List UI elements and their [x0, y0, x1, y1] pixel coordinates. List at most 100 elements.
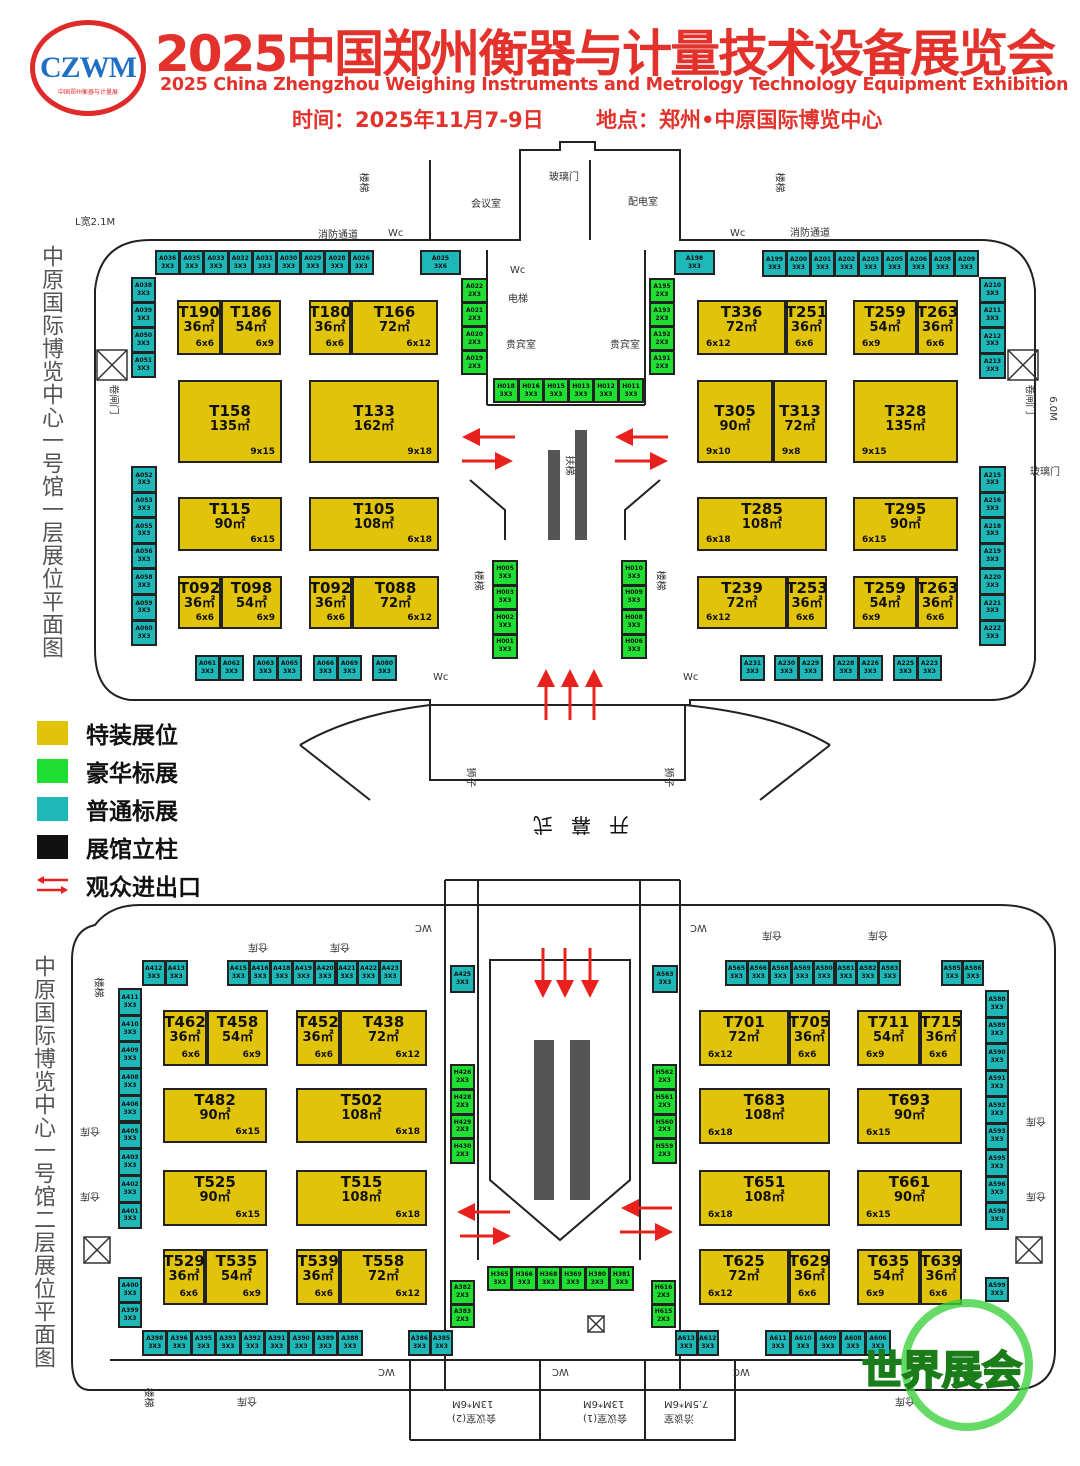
- booth-size: 3X3: [123, 1028, 137, 1036]
- booth-dimensions: 9x18: [407, 447, 432, 458]
- booth-area: 108㎡: [744, 1189, 785, 1205]
- booth-dimensions: 6x6: [798, 1050, 817, 1061]
- booth-dimensions: 6x12: [395, 1050, 420, 1061]
- booth-size: 3X3: [574, 390, 588, 398]
- booth-number: A391: [268, 1335, 286, 1343]
- booth-size: 3X3: [888, 263, 901, 271]
- booth-size: 2X3: [456, 1292, 469, 1300]
- booth-number: H381: [612, 1270, 631, 1278]
- booth-number: H010: [625, 564, 643, 572]
- booth-number: T092: [309, 579, 352, 597]
- booth-size: 3X3: [319, 668, 332, 675]
- booth-number: T105: [353, 500, 395, 518]
- room-label: 贵宾室: [610, 340, 640, 351]
- booth-size: 2X3: [655, 314, 669, 322]
- booth-number: A026: [352, 254, 370, 262]
- booth-dimensions: 6x12: [706, 339, 731, 350]
- room-label: 配电室: [628, 197, 658, 208]
- booth-number: A195: [653, 282, 671, 290]
- legend-label: 豪华标展: [86, 761, 178, 787]
- booth-number: T180: [309, 303, 351, 321]
- booth-number: H368: [539, 1270, 558, 1278]
- booth-size: 3X3: [679, 1343, 693, 1350]
- booth-dimensions: 6x6: [929, 1050, 948, 1061]
- booth-number: A208: [933, 255, 952, 263]
- booth-size: 3X3: [729, 973, 743, 980]
- booth-number: H426: [453, 1069, 472, 1077]
- booth-size: 3X3: [275, 973, 289, 980]
- booth-number: A030: [280, 254, 298, 262]
- czwm-logo: CZWM 中国郑州衡器与计量展: [30, 20, 146, 116]
- booth-size: 3X3: [990, 1289, 1004, 1297]
- booth-size: 3X3: [294, 1343, 308, 1350]
- booth-number: A612: [699, 1335, 717, 1343]
- booth-number: T635: [867, 1252, 910, 1270]
- booth-number: T092: [178, 579, 221, 597]
- booth-number: A055: [135, 522, 153, 530]
- booth-size: 3X3: [863, 668, 877, 675]
- booth-dimensions: 6x6: [195, 339, 214, 350]
- booth-number: H015: [547, 382, 565, 390]
- booth-number: T525: [194, 1173, 236, 1191]
- booth-area: 36㎡: [791, 595, 823, 611]
- logo-subtext: 中国郑州衡器与计量展: [57, 89, 118, 96]
- booth-size: 2X3: [468, 290, 481, 298]
- booth-number: T558: [362, 1252, 405, 1270]
- booth-number: T711: [867, 1013, 910, 1031]
- booth-number: A425: [453, 971, 472, 979]
- booth-number: A035: [183, 254, 201, 262]
- booth-number: A408: [121, 1074, 139, 1082]
- booth-number: A392: [243, 1335, 261, 1343]
- booth-size: 3X3: [257, 262, 271, 270]
- booth-number: T482: [194, 1091, 236, 1109]
- room-label: 仓库: [237, 1395, 257, 1406]
- booth-size: 3X3: [821, 1343, 835, 1350]
- booth-number: A218: [983, 522, 1002, 530]
- booth-dimensions: 6x18: [407, 535, 432, 546]
- booth-area: 90㎡: [893, 1107, 926, 1123]
- booth-area: 135㎡: [885, 418, 926, 434]
- booth-number: A383: [453, 1307, 472, 1315]
- booth-area: 135㎡: [209, 418, 251, 434]
- booth-size: 3X3: [986, 290, 999, 298]
- booth-number: A396: [170, 1335, 188, 1343]
- booth-number: T715: [920, 1013, 962, 1031]
- room-label: 仓库: [762, 929, 782, 940]
- booth-number: A206: [909, 255, 928, 263]
- booth-number: A025: [431, 254, 450, 262]
- booth-size: 2X3: [658, 1076, 671, 1084]
- booth-size: 3X3: [137, 504, 151, 512]
- booth-area: 36㎡: [921, 595, 954, 611]
- booth-number: A609: [819, 1335, 837, 1343]
- booth-number: T452: [297, 1013, 339, 1031]
- booth-number: T535: [215, 1252, 258, 1270]
- booth-size: 3X3: [137, 556, 151, 564]
- room-label: 电梯: [508, 294, 528, 305]
